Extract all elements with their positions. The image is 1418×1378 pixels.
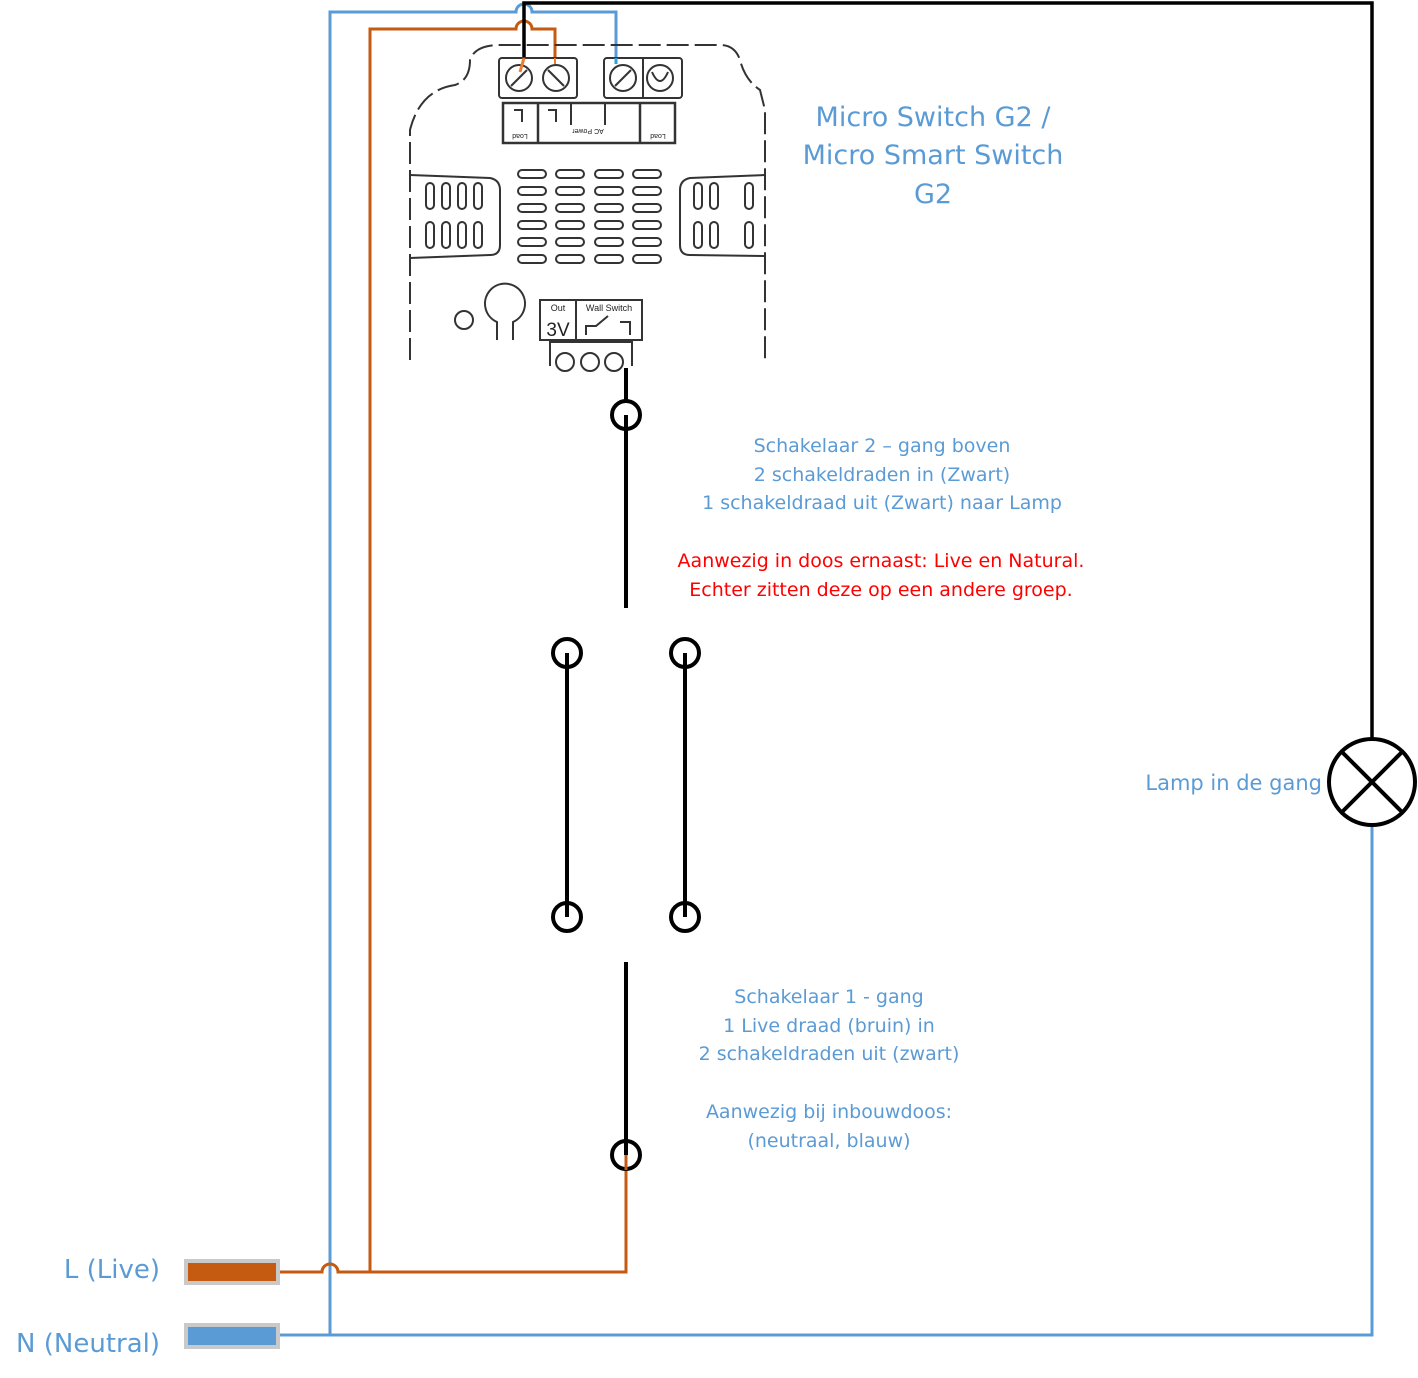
live-terminal — [188, 1263, 276, 1281]
ac-power-label: AC Power — [572, 127, 604, 134]
device-title: Micro Switch G2 / Micro Smart Switch G2 — [803, 102, 1064, 210]
svg-text:Schakelaar 1 - gang: Schakelaar 1 - gang — [734, 986, 923, 1008]
svg-text:Micro Smart Switch: Micro Smart Switch — [803, 140, 1064, 171]
switch-contact-stems — [565, 415, 687, 1155]
load-wire-to-lamp — [522, 1, 1374, 738]
neutral-label: N (Neutral) — [16, 1329, 160, 1359]
svg-text:Echter zitten deze op een ande: Echter zitten deze op een andere groep. — [689, 579, 1072, 601]
svg-text:2 schakeldraden uit (zwart): 2 schakeldraden uit (zwart) — [699, 1043, 960, 1065]
switch2-warning: Aanwezig in doos ernaast: Live en Natura… — [678, 550, 1085, 601]
load-right-label: Load — [650, 132, 666, 139]
switch2-description: Schakelaar 2 – gang boven 2 schakeldrade… — [702, 435, 1062, 514]
lamp-cross-circle-icon — [1327, 737, 1417, 827]
svg-text:2 schakeldraden in (Zwart): 2 schakeldraden in (Zwart) — [754, 464, 1010, 486]
svg-text:G2: G2 — [914, 179, 952, 210]
svg-text:Aanwezig in doos ernaast: Live: Aanwezig in doos ernaast: Live en Natura… — [678, 550, 1085, 572]
right-vent-block — [679, 174, 766, 257]
terminal-label-strip — [501, 101, 677, 145]
neutral-terminal — [188, 1327, 276, 1345]
svg-text:Schakelaar 2 – gang boven: Schakelaar 2 – gang boven — [754, 435, 1011, 457]
out-label: Out — [551, 303, 566, 313]
supply-terminals: L (Live) N (Neutral) — [16, 1255, 280, 1359]
svg-text:1 Live draad (bruin) in: 1 Live draad (bruin) in — [723, 1015, 935, 1037]
switch1-description: Schakelaar 1 - gang 1 Live draad (bruin)… — [699, 986, 960, 1065]
wall-switch-label: Wall Switch — [586, 303, 632, 313]
device-outline — [409, 44, 766, 360]
device-vents — [517, 169, 662, 264]
keyhole — [484, 282, 526, 340]
micro-switch-device — [409, 44, 766, 372]
load-left-label: Load — [512, 132, 528, 139]
svg-text:1 schakeldraad uit (Zwart) naa: 1 schakeldraad uit (Zwart) naar Lamp — [702, 492, 1062, 514]
live-wire-to-switch1 — [280, 1155, 628, 1274]
svg-text:Micro Switch G2 /: Micro Switch G2 / — [816, 102, 1052, 133]
svg-text:Aanwezig bij inbouwdoos:: Aanwezig bij inbouwdoos: — [706, 1101, 952, 1123]
left-vent-block — [409, 174, 501, 259]
lamp-label: Lamp in de gang — [1145, 771, 1322, 795]
wall-switch-label-box — [539, 299, 643, 341]
switch1-note: Aanwezig bij inbouwdoos: (neutraal, blau… — [706, 1101, 952, 1152]
neutral-wire-to-lamp — [280, 826, 1374, 1337]
out-voltage-label: 3V — [546, 320, 570, 341]
terminal-block-left — [498, 57, 578, 99]
live-label: L (Live) — [64, 1255, 160, 1285]
svg-text:(neutraal, blauw): (neutraal, blauw) — [747, 1130, 910, 1152]
